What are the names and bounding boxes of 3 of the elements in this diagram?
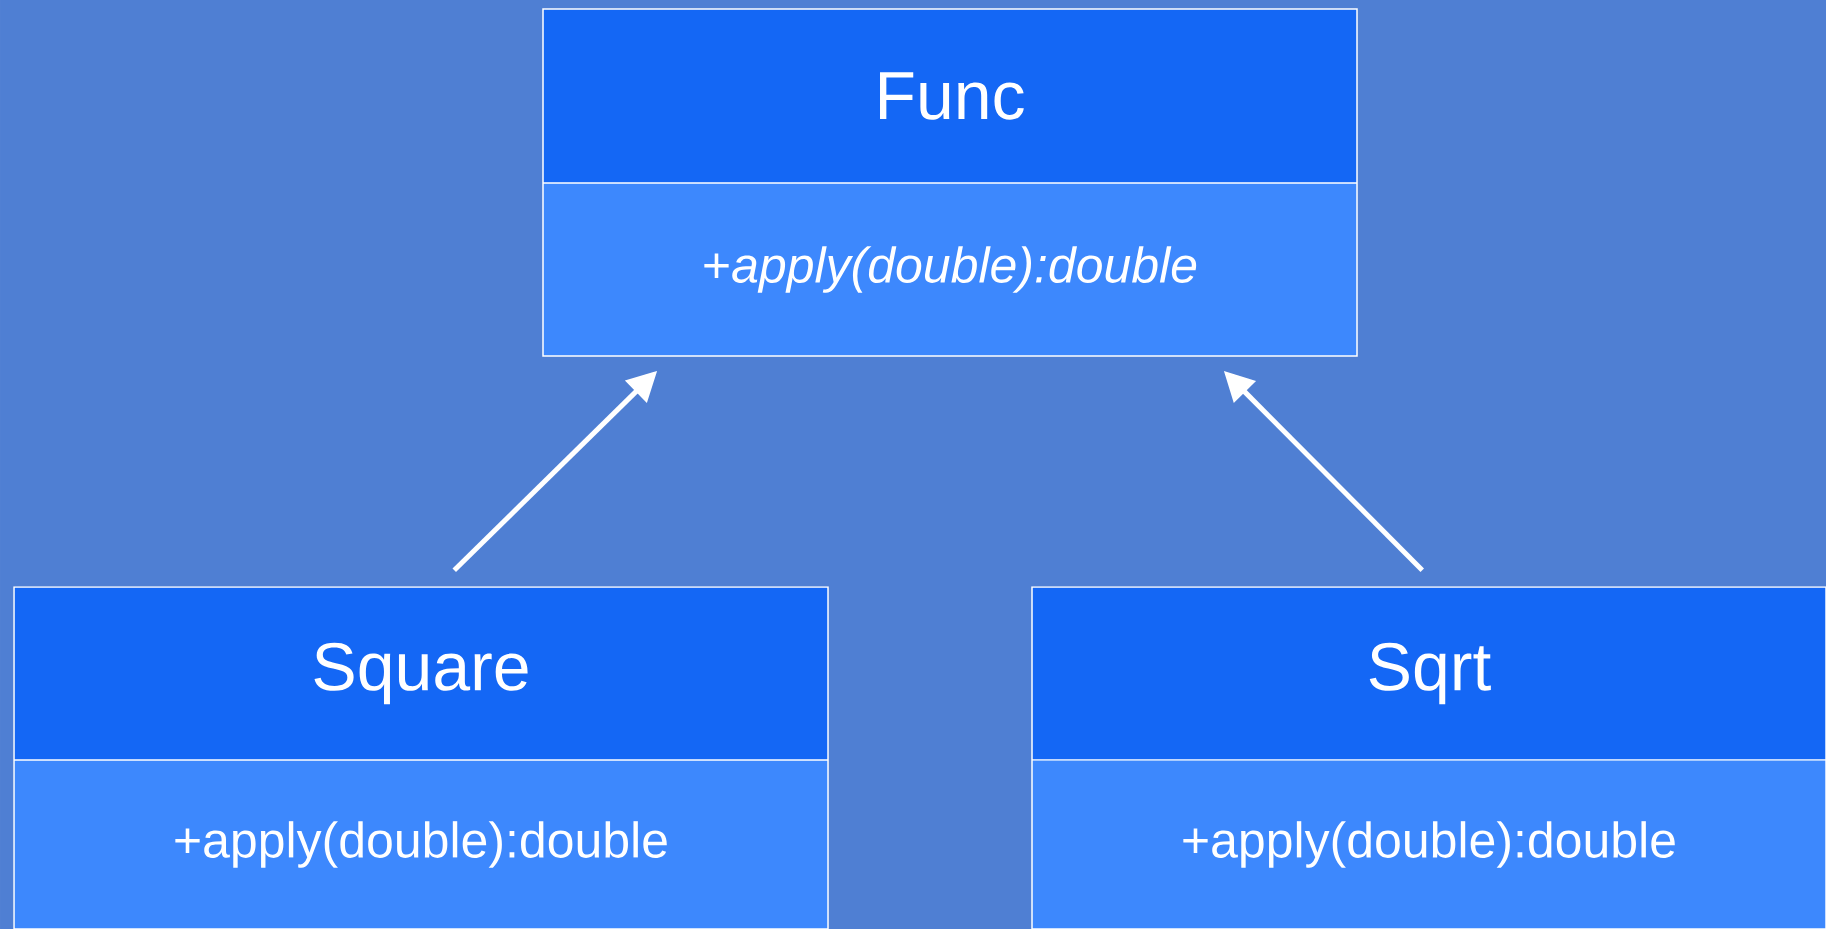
class-box: Sqrt +apply(double):double <box>1031 586 1826 929</box>
class-box: Square +apply(double):double <box>13 586 829 929</box>
class-box: Func +apply(double):double <box>542 8 1358 357</box>
